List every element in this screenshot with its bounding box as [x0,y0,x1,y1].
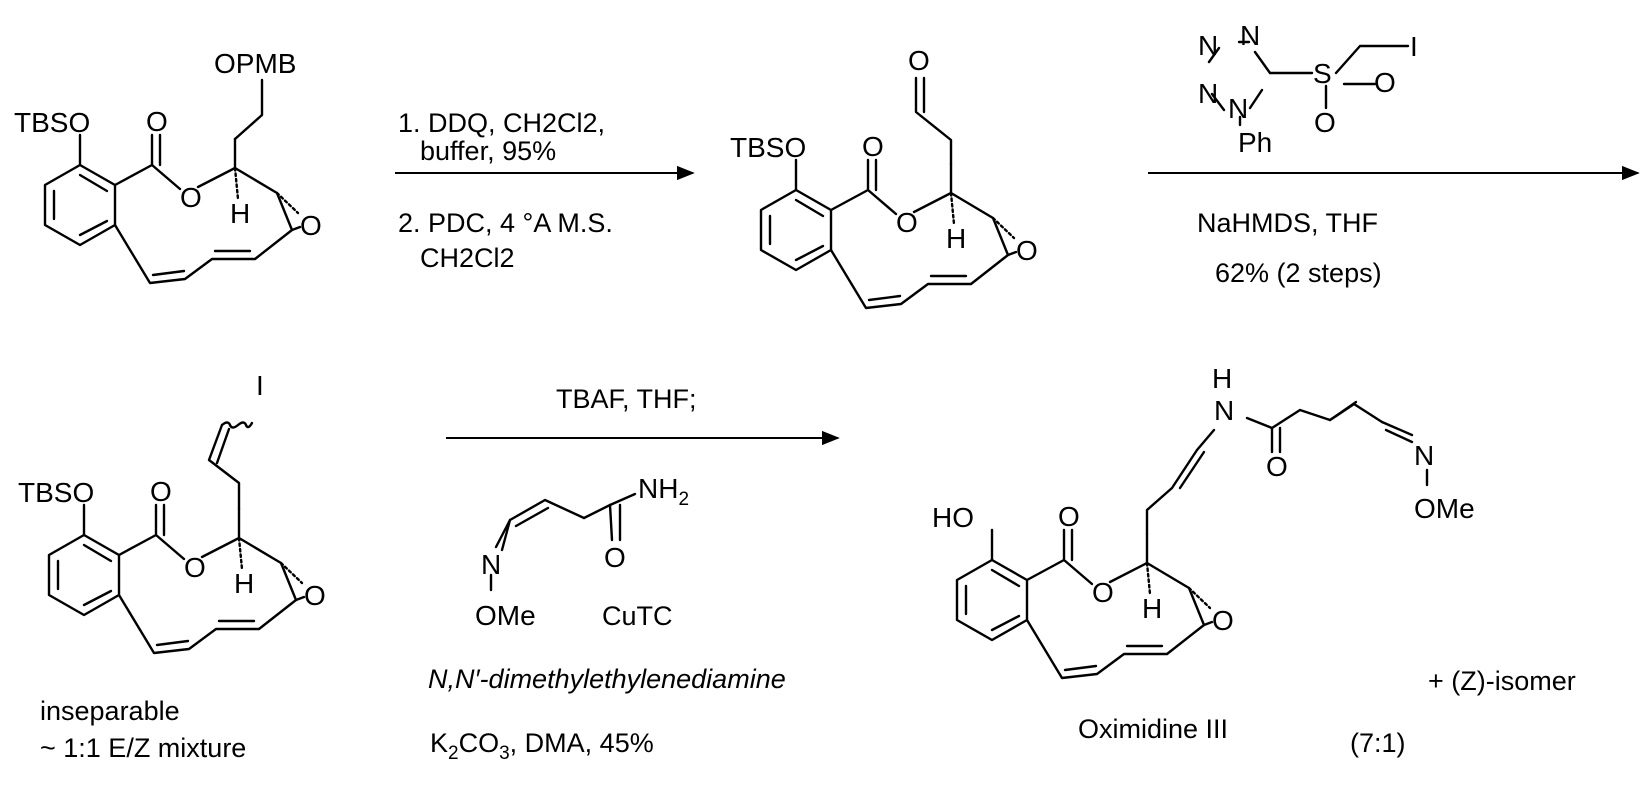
epoxide-o: O [304,580,326,611]
carbonyl-o: O [150,476,172,507]
step3-line1: TBAF, THF; [556,384,697,414]
phenyl: Ph [1238,127,1272,158]
step1-line1: 1. DDQ, CH2Cl2, [398,108,605,138]
step3-line2: N,N′-dimethylethylenediamine [428,664,786,694]
iodine: I [1410,31,1418,62]
m4-name: Oximidine III [1078,714,1228,744]
h-label: H [1142,593,1162,624]
oxime-ome: OMe [1414,493,1475,524]
m3-caption-line1: inseparable [40,696,180,726]
molecule-3: I TBSO O O H O [18,370,326,655]
tbso-label: TBSO [730,132,806,163]
h-label: H [230,198,250,229]
epoxide-o: O [1212,605,1234,636]
step-2: NaHMDS, THF 62% (2 steps) [1148,165,1640,288]
sulfone-o1: O [1374,67,1396,98]
opmb-label: OPMB [214,48,296,79]
tetrazole-n2: N [1198,30,1218,61]
sulfone-o2: O [1314,107,1336,138]
oxime-amide-reagent: NH2 O N OMe CuTC [475,473,689,631]
carbonyl-o: O [146,106,168,137]
amide-n: N [1214,395,1234,426]
oxime-ome: OMe [475,600,536,631]
aldehyde-o: O [908,45,930,76]
epoxide-o: O [1016,235,1038,266]
ester-o: O [180,182,202,213]
vinyl-iodide-i: I [256,370,264,401]
oxime-n: N [1414,440,1434,471]
tetrazole-n1: N [1240,20,1260,51]
tbso-label: TBSO [14,107,90,138]
step3-line3: K2CO3, DMA, 45% [430,728,654,764]
m3-caption-line2: ~ 1:1 E/Z mixture [40,733,246,763]
amide-nh2: NH2 [638,473,689,510]
tbso-label: TBSO [18,477,94,508]
step-1: 1. DDQ, CH2Cl2, buffer, 95% 2. PDC, 4 °A… [395,108,695,273]
phenol-ho: HO [932,502,974,533]
carbonyl-o: O [1058,501,1080,532]
step1-line3: 2. PDC, 4 °A M.S. [398,208,613,238]
carbonyl-o: O [862,131,884,162]
step1-line2: buffer, 95% [420,136,556,166]
step2-line1: NaHMDS, THF [1197,208,1378,238]
tetrazole-n4: N [1228,93,1248,124]
step-3: TBAF, THF; [446,384,840,446]
m4-ratio: (7:1) [1350,728,1406,758]
step1-line4: CH2Cl2 [420,243,515,273]
oxime-n: N [481,549,501,580]
h-label: H [234,568,254,599]
tetrazole-sulfone-reagent: N N N N S O O I Ph [1198,20,1418,158]
amide-carbonyl-o: O [604,542,626,573]
step2-line2: 62% (2 steps) [1215,258,1382,288]
step3-cutc: CuTC [602,601,673,631]
z-isomer-note: + (Z)-isomer [1428,666,1576,696]
sulfur: S [1313,58,1332,89]
molecule-1: OPMB TBSO O O H O [14,48,322,285]
amide-carbonyl-o: O [1266,451,1288,482]
tetrazole-n3: N [1198,78,1218,109]
ester-o: O [184,552,206,583]
nh-h: H [1212,363,1232,394]
epoxide-o: O [300,210,322,241]
ester-o: O [1092,577,1114,608]
molecule-4: H N O N OMe HO O O H O [932,363,1475,680]
molecule-2: O TBSO O O H O [730,45,1038,310]
ester-o: O [896,207,918,238]
h-label: H [946,223,966,254]
